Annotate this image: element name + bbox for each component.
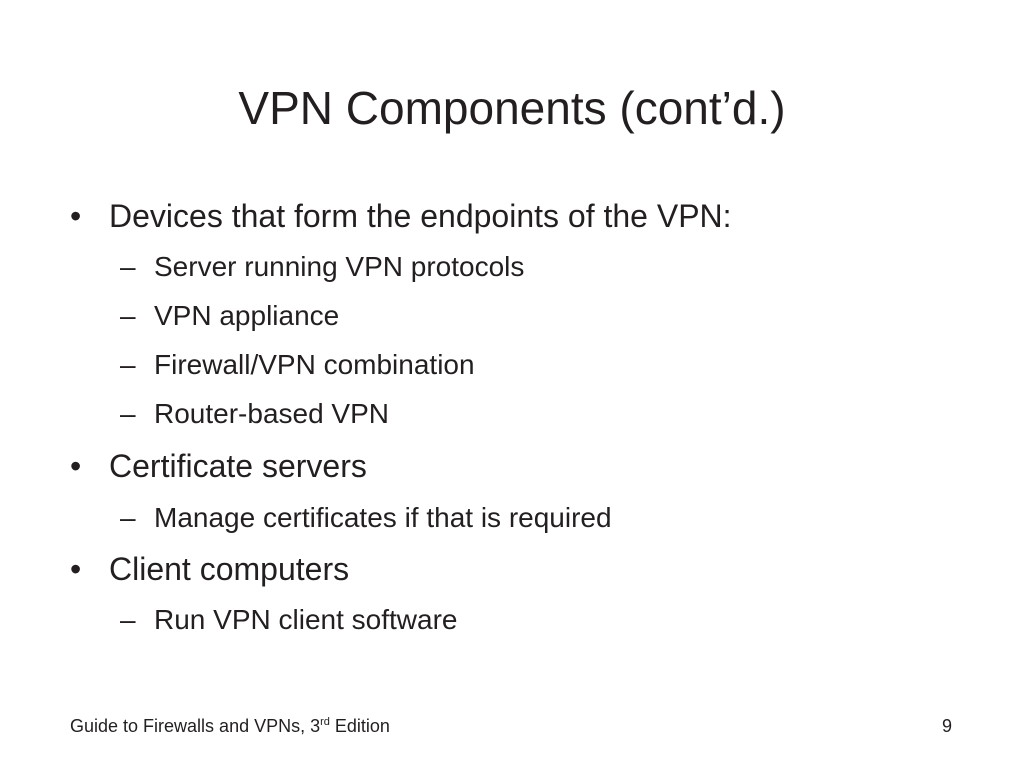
sub-bullet-marker: – <box>120 349 136 380</box>
footer-edition-superscript: rd <box>320 716 330 728</box>
sub-bullet-item: –Firewall/VPN combination <box>120 347 475 383</box>
sub-bullet-item: –Manage certificates if that is required <box>120 500 612 536</box>
bullet-marker: • <box>70 198 82 234</box>
bullet-item: • Devices that form the endpoints of the … <box>70 196 732 236</box>
bullet-text: Client computers <box>109 551 350 587</box>
bullet-text: Devices that form the endpoints of the V… <box>109 198 732 234</box>
sub-bullet-text: VPN appliance <box>154 300 340 331</box>
sub-bullet-item: –Router-based VPN <box>120 396 389 432</box>
sub-bullet-marker: – <box>120 502 136 533</box>
sub-bullet-text: Server running VPN protocols <box>154 251 525 282</box>
bullet-marker: • <box>70 551 82 587</box>
footer-edition-text: Edition <box>329 716 390 736</box>
sub-bullet-marker: – <box>120 398 136 429</box>
sub-bullet-text: Manage certificates if that is required <box>154 502 612 533</box>
sub-bullet-item: –Run VPN client software <box>120 602 457 638</box>
footer-book-title: Guide to Firewalls and VPNs, 3rd Edition <box>70 715 390 737</box>
bullet-text: Certificate servers <box>109 448 367 484</box>
slide-title: VPN Components (cont’d.) <box>238 82 786 134</box>
sub-bullet-text: Run VPN client software <box>154 604 458 635</box>
bullet-item: • Certificate servers <box>70 446 367 486</box>
sub-bullet-text: Firewall/VPN combination <box>154 349 475 380</box>
sub-bullet-item: –Server running VPN protocols <box>120 249 524 285</box>
sub-bullet-marker: – <box>120 604 136 635</box>
bullet-item: • Client computers <box>70 549 349 589</box>
sub-bullet-item: –VPN appliance <box>120 298 339 334</box>
bullet-marker: • <box>70 448 82 484</box>
sub-bullet-text: Router-based VPN <box>154 398 390 429</box>
sub-bullet-marker: – <box>120 251 136 282</box>
footer-title-text: Guide to Firewalls and VPNs, 3 <box>70 716 321 736</box>
sub-bullet-marker: – <box>120 300 136 331</box>
page-number: 9 <box>941 716 952 736</box>
